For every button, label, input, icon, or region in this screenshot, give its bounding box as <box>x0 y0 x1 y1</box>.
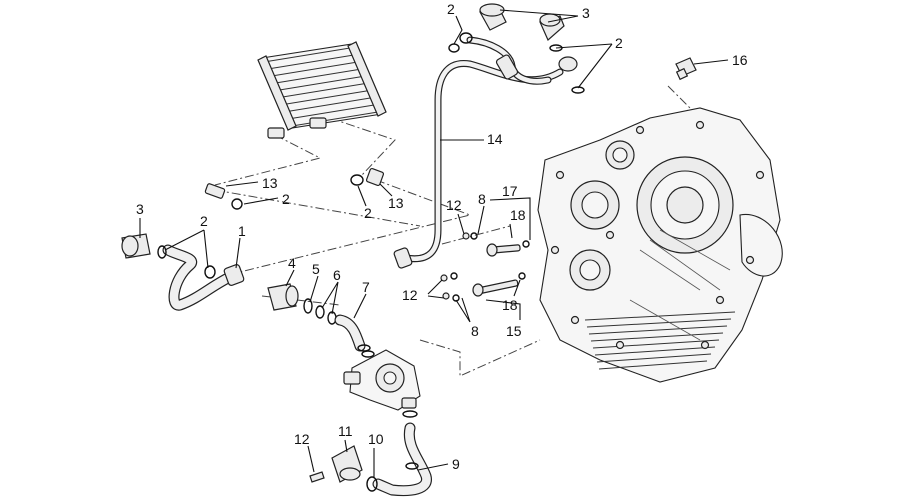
callout-1: 1 <box>238 223 246 239</box>
guide-fitting-left <box>214 189 421 227</box>
oil-strainer <box>309 445 378 492</box>
callout-13: 13 <box>388 195 404 211</box>
callout-2: 2 <box>282 191 290 207</box>
oil-cooler <box>257 41 387 139</box>
callout-11: 11 <box>338 423 353 439</box>
guide-pump-case <box>419 339 541 377</box>
callout-6: 6 <box>333 267 341 283</box>
callout-labels: 2 3 2 16 14 13 2 2 13 3 2 1 12 8 17 18 4… <box>136 1 748 472</box>
guide-cooler-left <box>214 134 322 186</box>
callout-3: 3 <box>582 5 590 21</box>
callout-2: 2 <box>447 1 455 17</box>
callout-5: 5 <box>312 261 320 277</box>
callout-12: 12 <box>402 287 418 303</box>
callout-14: 14 <box>487 131 503 147</box>
callout-18: 18 <box>510 207 526 223</box>
callout-3: 3 <box>136 201 144 217</box>
oil-pipe <box>393 36 564 269</box>
callout-4: 4 <box>288 255 296 271</box>
callout-8: 8 <box>471 323 479 339</box>
callout-15: 15 <box>506 323 522 339</box>
callout-2: 2 <box>200 213 208 229</box>
cooler-fittings <box>204 167 385 210</box>
engine-crankcase <box>537 107 783 383</box>
guide-cooler-right <box>329 117 396 176</box>
callout-18: 18 <box>502 297 518 313</box>
bolts-washers <box>440 232 530 302</box>
guide-pipe-end <box>441 225 511 245</box>
callout-9: 9 <box>452 456 460 472</box>
oil-pump-housing <box>343 349 421 418</box>
leader-lines <box>139 9 729 478</box>
top-banjo-bolts <box>448 3 585 94</box>
callout-2: 2 <box>615 35 623 51</box>
callout-13: 13 <box>262 175 278 191</box>
callout-17: 17 <box>502 183 518 199</box>
callout-10: 10 <box>368 431 384 447</box>
callout-16: 16 <box>732 52 748 68</box>
callout-7: 7 <box>362 279 370 295</box>
lower-hose <box>372 422 432 497</box>
adapter-and-seals <box>267 283 337 325</box>
callout-12: 12 <box>446 197 462 213</box>
oil-sensor <box>675 57 697 81</box>
callout-2: 2 <box>364 205 372 221</box>
callout-8: 8 <box>478 191 486 207</box>
short-hose <box>334 314 375 358</box>
flexible-hose <box>121 233 245 311</box>
callout-12: 12 <box>294 431 310 447</box>
guide-fitting-right <box>239 179 472 273</box>
